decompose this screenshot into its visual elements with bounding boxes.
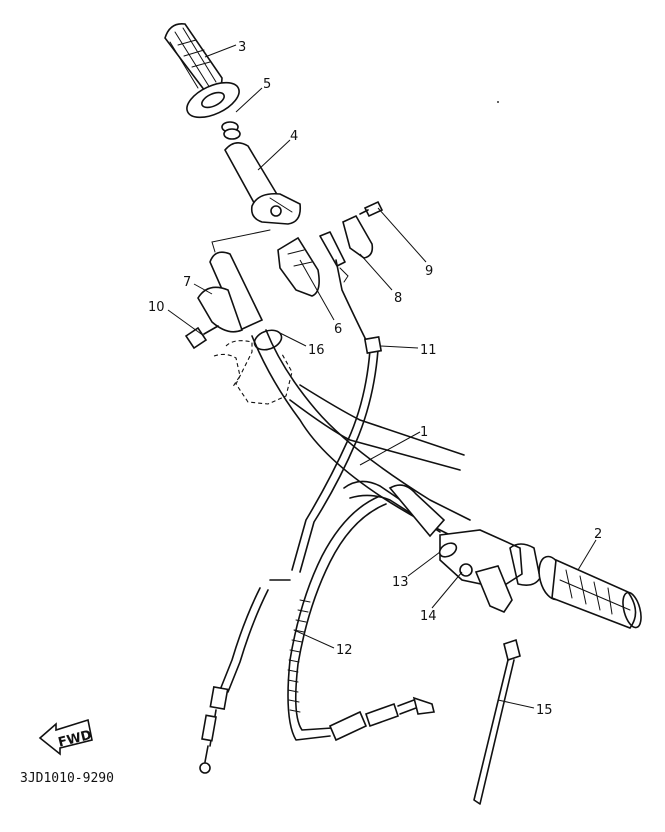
part-8-lever-bracket xyxy=(319,214,374,283)
callout-8: 8 xyxy=(394,291,402,306)
callout-12: 12 xyxy=(336,643,353,658)
part-4-throttle-tube xyxy=(224,142,302,225)
callout-10: 10 xyxy=(148,300,165,315)
callout-2: 2 xyxy=(594,527,602,542)
part-6-throttle-housing xyxy=(277,236,320,297)
part-10-bolt xyxy=(184,325,219,350)
part-13-14-perch xyxy=(438,529,541,613)
part-16-lever-holder xyxy=(213,329,293,405)
part-9-screw xyxy=(359,200,384,218)
callout-11: 11 xyxy=(420,343,437,358)
callout-3: 3 xyxy=(238,40,246,55)
part-2-grip-right xyxy=(538,555,642,629)
part-1-handlebar xyxy=(251,329,471,541)
callout-7: 7 xyxy=(183,275,191,290)
callout-6: 6 xyxy=(334,322,342,337)
forward-arrow-icon: FWD xyxy=(38,718,93,756)
leader-lines xyxy=(167,44,597,709)
callout-4: 4 xyxy=(290,129,298,144)
callout-14: 14 xyxy=(420,609,437,624)
callout-15: 15 xyxy=(536,703,553,718)
part-3-grip-left xyxy=(164,22,240,119)
part-12-clutch-cable xyxy=(287,495,435,742)
callout-1: 1 xyxy=(420,425,428,440)
callout-9: 9 xyxy=(425,264,433,279)
assembly-guide-line xyxy=(211,229,271,253)
scan-dot xyxy=(497,101,499,103)
part-15-cable-tie xyxy=(473,638,521,805)
callout-5: 5 xyxy=(263,77,271,92)
callout-labels: 3 5 4 9 8 7 6 10 16 11 1 2 13 14 12 15 xyxy=(148,40,602,718)
part-5-collar xyxy=(221,121,241,140)
callout-13: 13 xyxy=(392,575,409,590)
part-7-clamp xyxy=(197,251,264,333)
drawing-code: 3JD1010-9290 xyxy=(20,771,114,786)
callout-16: 16 xyxy=(308,343,325,358)
part-11-throttle-cable xyxy=(199,259,383,774)
